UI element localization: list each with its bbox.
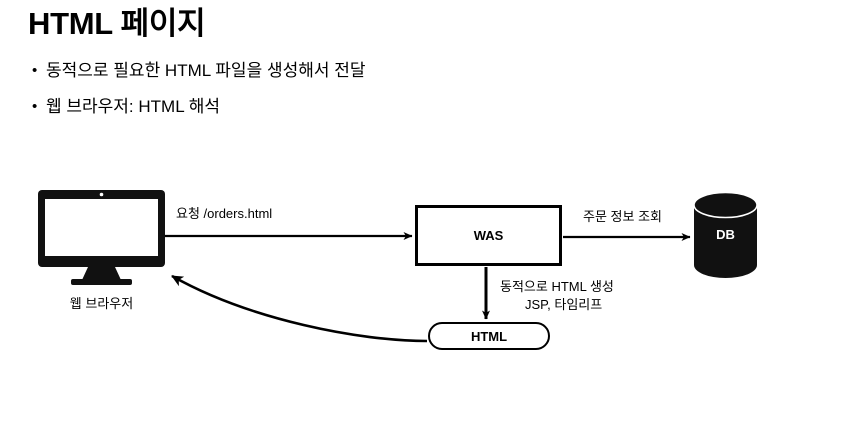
- database-cylinder-icon: [693, 192, 758, 278]
- list-item: • 동적으로 필요한 HTML 파일을 생성해서 전달: [28, 60, 728, 96]
- bullet-text: 웹 브라우저: HTML 해석: [46, 97, 221, 116]
- node-db[interactable]: DB: [693, 192, 758, 278]
- node-html-label: HTML: [470, 328, 508, 344]
- bullet-text: 동적으로 필요한 HTML 파일을 생성해서 전달: [46, 61, 366, 80]
- edge-generate-label-line2: JSP, 타임리프: [525, 297, 603, 312]
- bullet-marker-icon: •: [32, 98, 38, 115]
- edge-request-label: 요청 /orders.html: [176, 206, 273, 221]
- edge-db-query-label: 주문 정보 조회: [583, 209, 662, 224]
- bullet-list: • 동적으로 필요한 HTML 파일을 생성해서 전달 • 웹 브라우저: HT…: [28, 60, 728, 132]
- node-html[interactable]: HTML: [428, 322, 550, 350]
- node-db-label: DB: [716, 227, 735, 242]
- edge-response-arrow: [171, 274, 428, 343]
- browser-caption: 웹 브라우저: [69, 296, 134, 311]
- list-item: • 웹 브라우저: HTML 해석: [28, 96, 728, 132]
- monitor-icon: [38, 190, 165, 285]
- node-was[interactable]: WAS: [415, 205, 562, 266]
- page-title: HTML 페이지: [28, 6, 206, 41]
- edge-generate-label-line1: 동적으로 HTML 생성: [500, 279, 614, 294]
- node-was-label: WAS: [473, 228, 504, 243]
- bullet-marker-icon: •: [32, 62, 38, 79]
